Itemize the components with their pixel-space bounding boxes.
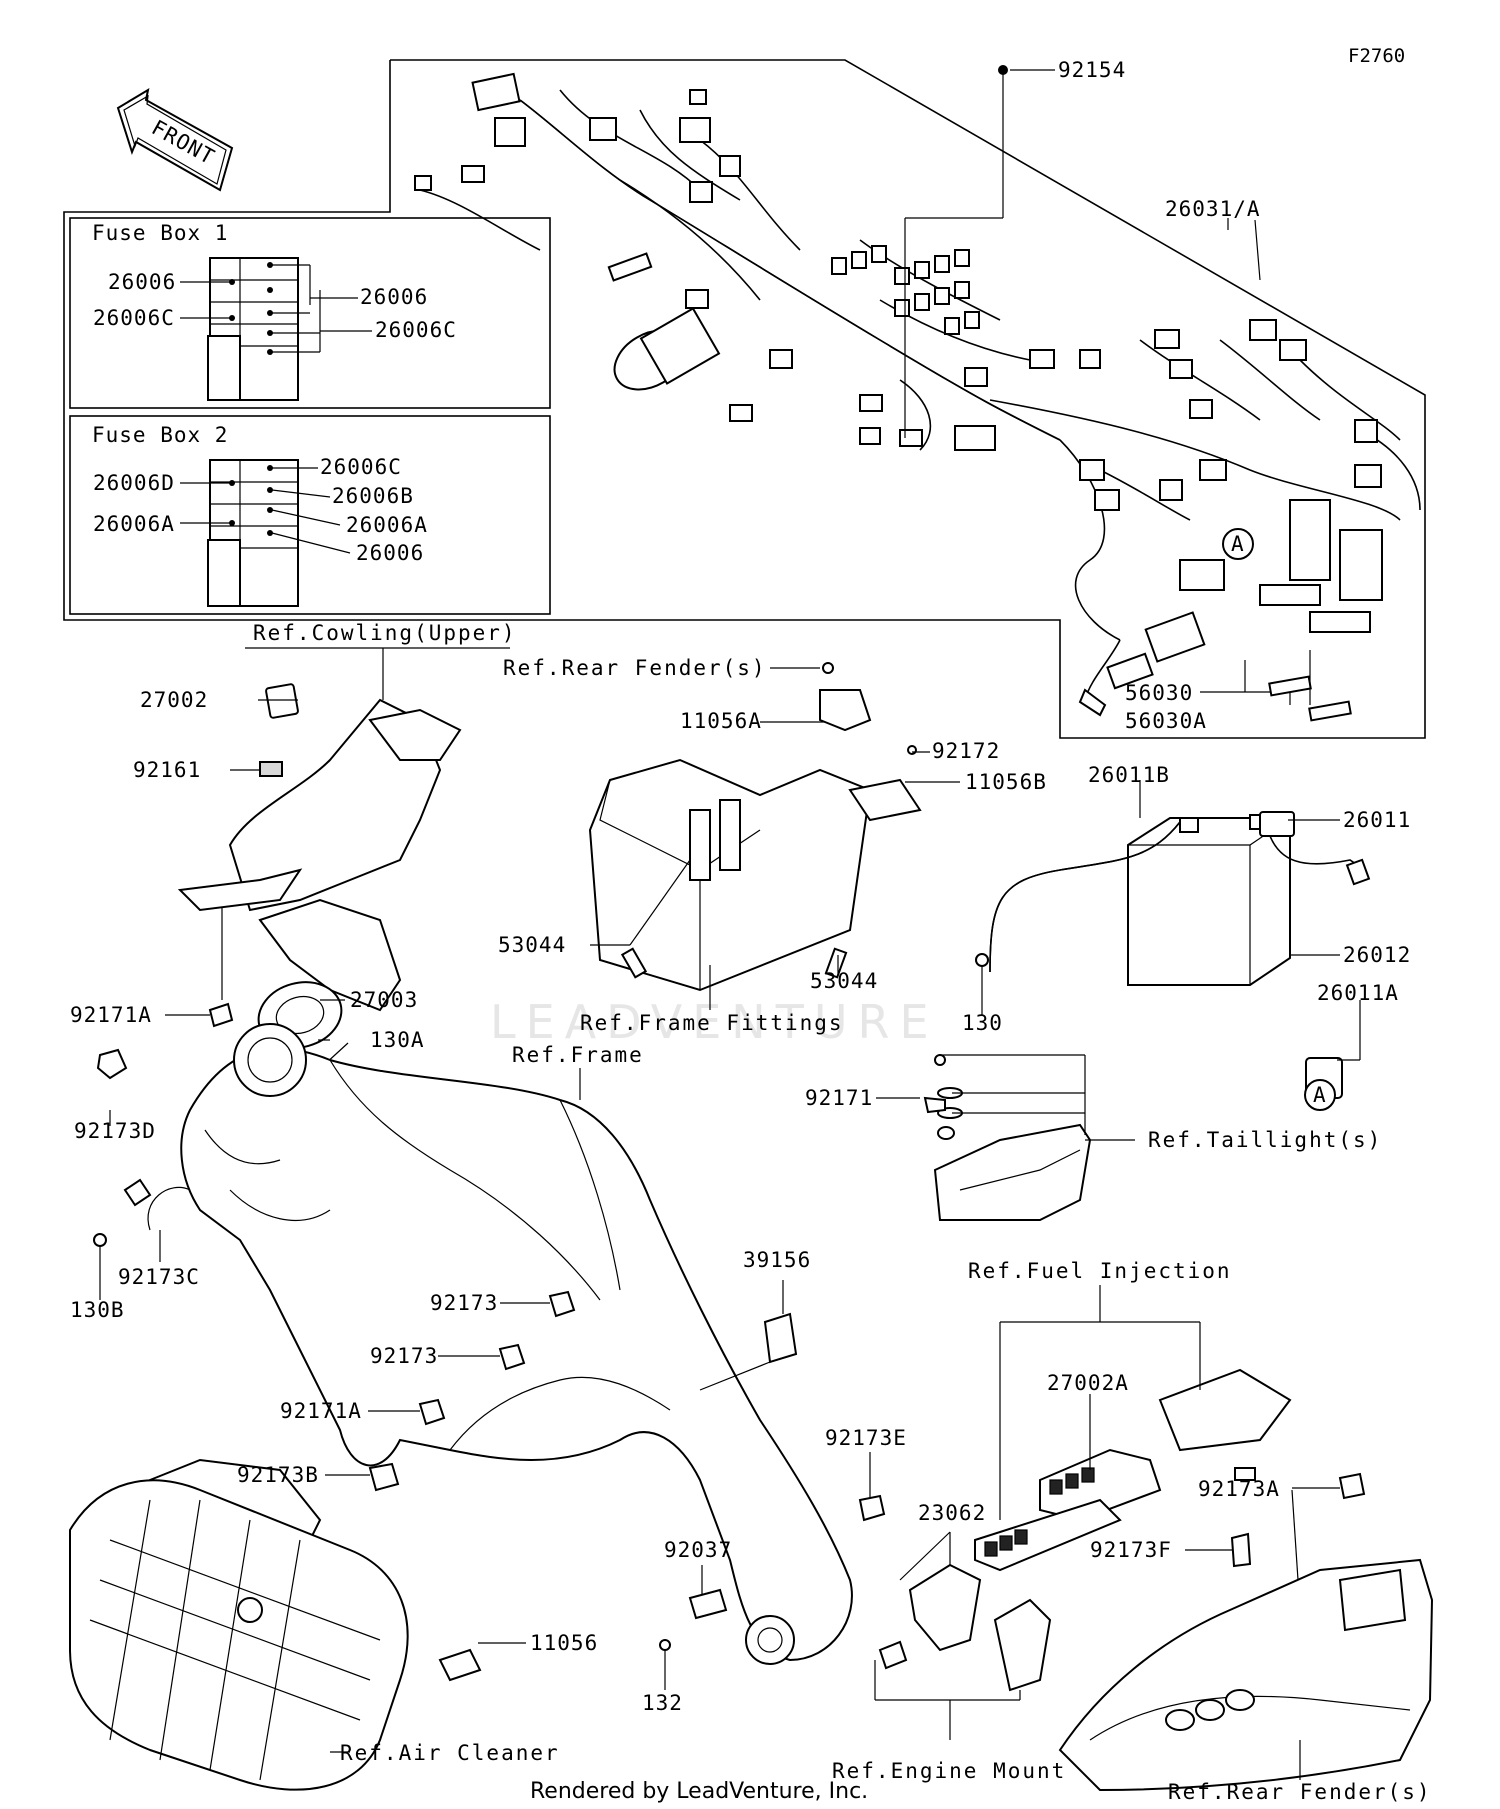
part-92173F: 92173F [1090, 1538, 1172, 1562]
ref-air-cleaner: Ref.Air Cleaner [340, 1741, 560, 1765]
part-27003: 27003 [350, 988, 418, 1012]
part-39156: 39156 [743, 1248, 811, 1272]
ref-rear-fender-top: Ref.Rear Fender(s) [503, 656, 767, 680]
fuel-injection-ecu [974, 1368, 1292, 1572]
part-130B: 130B [70, 1298, 125, 1322]
wiring-harness [414, 72, 1421, 717]
callout-A-connector: A [1313, 1083, 1327, 1107]
air-cleaner [69, 1479, 482, 1791]
rear-fender-assembly [1058, 1558, 1434, 1792]
ref-cowling-upper: Ref.Cowling(Upper) [253, 621, 517, 645]
frame-fittings-tray [588, 662, 922, 992]
ref-frame: Ref.Frame [512, 1043, 644, 1067]
part-92173A: 92173A [1198, 1477, 1280, 1501]
cowling-bracket [177, 683, 462, 1077]
engine-mount-bracket [878, 1563, 1052, 1692]
part-26011B: 26011B [1088, 763, 1170, 787]
battery [989, 811, 1371, 1099]
part-53044-left: 53044 [498, 933, 566, 957]
fuse-box-1-title: Fuse Box 1 [92, 221, 228, 245]
fuse-box-1-label-3: 26006 [360, 285, 428, 309]
part-92173B: 92173B [237, 1463, 319, 1487]
part-92173-a: 92173 [430, 1291, 498, 1315]
part-130: 130 [962, 1011, 1003, 1035]
ref-fuel-injection: Ref.Fuel Injection [968, 1259, 1232, 1283]
part-92173C: 92173C [118, 1265, 200, 1289]
part-27002A: 27002A [1047, 1371, 1129, 1395]
fuse-box-2-label-3: 26006C [320, 455, 402, 479]
fuse-box-2-label-5: 26006A [346, 513, 428, 537]
fuse-box-1-label-4: 26006C [375, 318, 457, 342]
fuse-box-2-label-4: 26006B [332, 484, 414, 508]
ref-taillight: Ref.Taillight(s) [1148, 1128, 1382, 1152]
part-130A: 130A [370, 1028, 425, 1052]
fuse-box-2-title: Fuse Box 2 [92, 423, 228, 447]
part-92037: 92037 [664, 1538, 732, 1562]
fuse-box-1-label-1: 26006 [108, 270, 176, 294]
part-92173-b: 92173 [370, 1344, 438, 1368]
part-92173E: 92173E [825, 1426, 907, 1450]
part-92171: 92171 [805, 1086, 873, 1110]
harness-frame [63, 59, 1426, 739]
part-92171A-top: 92171A [70, 1003, 152, 1027]
part-27002: 27002 [140, 688, 208, 712]
part-11056: 11056 [530, 1631, 598, 1655]
fuse-box-1-label-2: 26006C [93, 306, 175, 330]
fuse-box-1: Fuse Box 1 26006 26006C 26006 26006C [69, 217, 551, 409]
part-26031A: 26031/A [1165, 197, 1261, 221]
harness-leaders [904, 65, 1352, 722]
part-92171A-mid: 92171A [280, 1399, 362, 1423]
watermark: LEADVENTURE [490, 995, 939, 1049]
part-11056A: 11056A [680, 709, 762, 733]
fuse-box-2-label-6: 26006 [356, 541, 424, 565]
part-92173D: 92173D [74, 1119, 156, 1143]
part-56030A: 56030A [1125, 709, 1207, 733]
part-92172: 92172 [932, 739, 1000, 763]
part-23062: 23062 [918, 1501, 986, 1525]
part-26011: 26011 [1343, 808, 1411, 832]
fuse-box-2-label-2: 26006A [93, 512, 175, 536]
part-132: 132 [642, 1691, 683, 1715]
front-arrow-icon: FRONT [116, 87, 234, 192]
part-92161: 92161 [133, 758, 201, 782]
part-26011A: 26011A [1317, 981, 1399, 1005]
part-53044-right: 53044 [810, 969, 878, 993]
callout-A-harness: A [1231, 532, 1245, 556]
fuse-box-2: Fuse Box 2 26006D 26006A 26006C 26006B 2… [69, 415, 551, 615]
part-26012: 26012 [1343, 943, 1411, 967]
figure-id: F2760 [1348, 45, 1405, 67]
ref-engine-mount: Ref.Engine Mount [832, 1759, 1066, 1783]
part-56030: 56030 [1125, 681, 1193, 705]
part-11056B: 11056B [965, 770, 1047, 794]
render-credit: Rendered by LeadVenture, Inc. [530, 1779, 868, 1804]
taillight [923, 1054, 1092, 1221]
part-92154: 92154 [1058, 58, 1126, 82]
ref-frame-fittings: Ref.Frame Fittings [580, 1011, 844, 1035]
ref-rear-fender-bottom: Ref.Rear Fender(s) [1168, 1780, 1432, 1804]
fuse-box-2-label-1: 26006D [93, 471, 175, 495]
